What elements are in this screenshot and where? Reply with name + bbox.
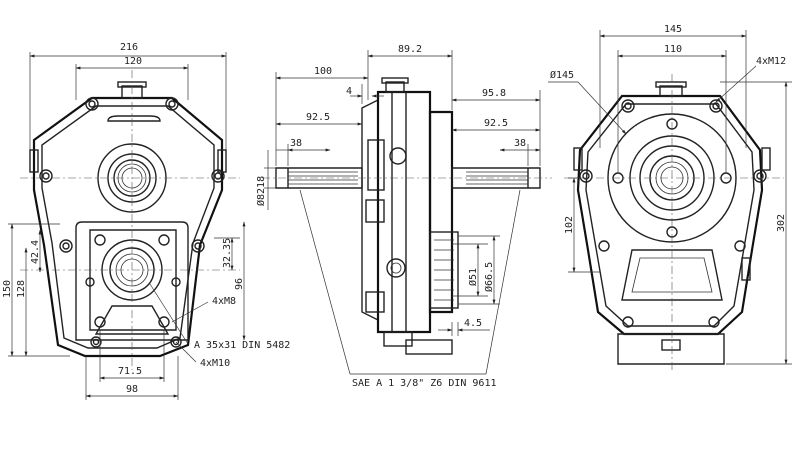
dim-dia145: Ø145 xyxy=(550,69,574,81)
note-4xm12: 4xM12 xyxy=(756,56,786,67)
dim-92-5-right: 92.5 xyxy=(484,118,508,129)
note-spline: A 35x31 DIN 5482 xyxy=(194,340,290,351)
dim-150: 150 xyxy=(2,280,13,298)
dim-71-5: 71.5 xyxy=(118,366,142,377)
dim-110: 110 xyxy=(664,44,682,55)
dim-38-left: 38 xyxy=(290,138,302,149)
dim-4: 4 xyxy=(346,86,352,97)
dim-100: 100 xyxy=(314,66,332,77)
note-sae: SAE A 1 3/8" Z6 DIN 9611 xyxy=(352,378,497,389)
dim-120: 120 xyxy=(124,56,142,67)
dim-102: 102 xyxy=(564,216,575,234)
dim-dia66-5: Ø66.5 xyxy=(483,262,495,292)
dim-95-8: 95.8 xyxy=(482,88,506,99)
side-view: 89.2 100 4 92.5 38 Ø8218 95.8 92.5 38 Ø5… xyxy=(255,44,552,389)
note-4xm10: 4xM10 xyxy=(200,358,230,369)
dim-98: 98 xyxy=(126,384,138,395)
dim-89-2: 89.2 xyxy=(398,44,422,55)
dim-dia51: Ø51 xyxy=(467,268,479,286)
dim-128: 128 xyxy=(16,280,27,298)
front-view: 216 120 150 128 42.4 32.35 96 4xM8 A 35x… xyxy=(2,42,290,400)
dim-32-35: 32.35 xyxy=(222,238,233,268)
dim-38-right: 38 xyxy=(514,138,526,149)
dim-92-5-left: 92.5 xyxy=(306,112,330,123)
note-4xm8: 4xM8 xyxy=(212,296,236,307)
dim-145: 145 xyxy=(664,24,682,35)
dim-4-5: 4.5 xyxy=(464,318,482,329)
dim-216: 216 xyxy=(120,42,138,53)
dim-shaft-dia: Ø8218 xyxy=(255,176,267,206)
dim-42-4: 42.4 xyxy=(30,240,41,264)
dim-96: 96 xyxy=(234,278,245,290)
rear-view: 145 110 Ø145 4xM12 102 302 xyxy=(548,24,792,372)
dim-302: 302 xyxy=(776,214,787,232)
